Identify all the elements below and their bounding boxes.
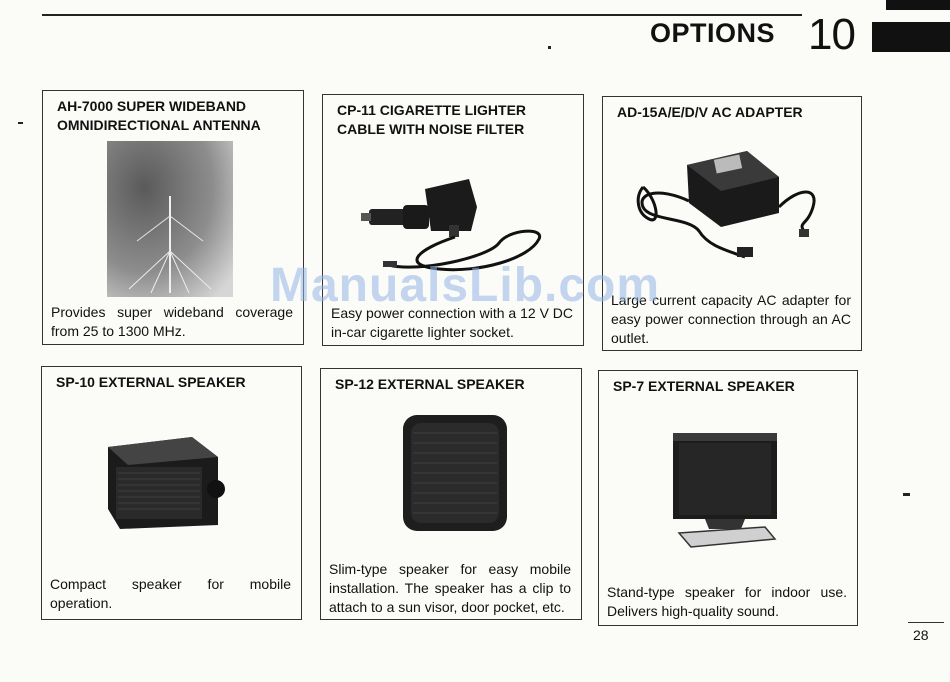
option-description: Easy power connection with a 12 V DC in-… (331, 305, 574, 340)
sp-12-speaker-icon (403, 415, 507, 531)
option-description: Compact speaker for mobile operation. (50, 576, 291, 611)
option-description: Provides super wideband coverage from 25… (51, 304, 293, 339)
section-title: OPTIONS (650, 18, 776, 48)
header-rule (42, 14, 802, 16)
ac-adapter-icon (636, 151, 816, 259)
option-title: SP-12 EXTERNAL SPEAKER (335, 376, 525, 392)
chapter-tab-top (886, 0, 950, 10)
option-card-sp-7: SP-7 EXTERNAL SPEAKER Stand-type speaker… (598, 370, 858, 626)
option-description: Slim-type speaker for easy mobile instal… (329, 561, 571, 615)
option-description: Stand-type speaker for indoor use. Deliv… (607, 584, 847, 619)
chapter-number: 10 (808, 10, 856, 59)
sp-7-speaker-icon (673, 433, 777, 548)
option-title: SP-7 EXTERNAL SPEAKER (613, 378, 795, 394)
scan-speck (18, 122, 23, 124)
option-card-sp-10: SP-10 EXTERNAL SPEAKER Compact speaker f… (41, 366, 302, 620)
chapter-tab (872, 22, 950, 52)
option-description: Large current capacity AC adapter for ea… (611, 292, 851, 346)
option-card-ad-15: AD-15A/E/D/V AC ADAPTER Large current ca… (602, 96, 862, 351)
scan-speck (548, 46, 551, 49)
option-title: AH-7000 SUPER WIDEBAND OMNIDIRECTIONAL A… (57, 98, 261, 133)
option-title: SP-10 EXTERNAL SPEAKER (56, 374, 246, 390)
page-number-rule (908, 622, 944, 623)
option-title: AD-15A/E/D/V AC ADAPTER (617, 104, 803, 120)
page-number: 28 (913, 627, 929, 643)
option-card-sp-12: SP-12 EXTERNAL SPEAKER Slim-type speaker… (320, 368, 582, 620)
sp-10-speaker-icon (108, 437, 225, 529)
antenna-photo (107, 141, 233, 297)
option-card-cp-11: CP-11 CIGARETTE LIGHTER CABLE WITH NOISE… (322, 94, 584, 346)
option-card-ah-7000: AH-7000 SUPER WIDEBAND OMNIDIRECTIONAL A… (42, 90, 304, 345)
cigarette-lighter-cable-icon (361, 179, 542, 272)
scan-speck (903, 493, 910, 496)
option-title: CP-11 CIGARETTE LIGHTER CABLE WITH NOISE… (337, 102, 527, 137)
